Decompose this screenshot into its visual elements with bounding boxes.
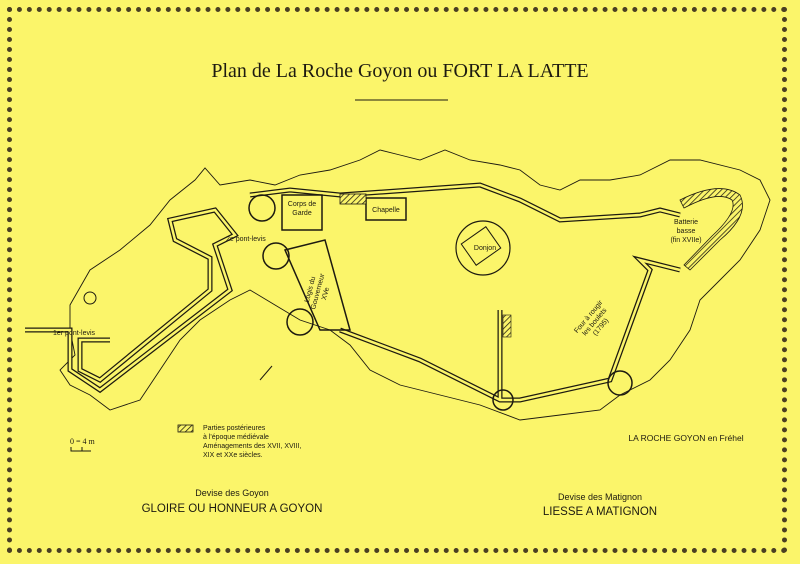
legend-text: Parties postérieures: [203, 425, 266, 432]
guardhouse-label: Garde: [292, 210, 312, 217]
goyon-motto-heading: Devise des Goyon: [195, 488, 269, 498]
legend-text: à l'époque médiévale: [203, 434, 269, 441]
guardhouse: [281, 194, 323, 231]
tower: [492, 389, 514, 411]
first-drawbridge-label: 1er pont-levis: [53, 330, 96, 337]
governor-label: XVe: [321, 287, 331, 301]
rock-outline: [59, 149, 771, 421]
battery-label: basse: [677, 228, 696, 235]
matignon-motto-heading: Devise des Matignon: [558, 492, 642, 502]
tower: [286, 308, 314, 336]
keep-label: Donjon: [474, 245, 496, 252]
tower: [607, 370, 633, 396]
battery-label: Batterie: [674, 219, 698, 226]
legend-hatch-swatch: [177, 424, 194, 433]
scale-label: 0 = 4 m: [70, 437, 96, 446]
chapel: [365, 197, 407, 221]
keep-circle: [455, 220, 511, 276]
matignon-motto: LIESSE A MATIGNON: [543, 506, 657, 518]
decorative-border: [7, 7, 787, 553]
battery-wall: [679, 188, 743, 271]
guardhouse-label: Corps de: [288, 201, 317, 208]
legend-text: Aménagements des XVII, XVIII,: [203, 443, 301, 450]
chapel-label: Chapelle: [372, 207, 400, 214]
second-drawbridge-label: 2e pont-levis: [226, 236, 266, 243]
walls: [25, 182, 681, 403]
legend-text: XIX et XXe siècles.: [203, 452, 263, 459]
governor-lodging: [283, 239, 351, 331]
page-title: Plan de La Roche Goyon ou FORT LA LATTE: [211, 60, 588, 82]
tower: [248, 194, 276, 222]
goyon-motto: GLOIRE OU HONNEUR A GOYON: [142, 503, 323, 515]
battery-label: (fin XVIIe): [670, 237, 701, 244]
location-label: LA ROCHE GOYON en Fréhel: [628, 433, 743, 443]
scale-bar: [70, 447, 91, 452]
tower: [262, 242, 290, 270]
